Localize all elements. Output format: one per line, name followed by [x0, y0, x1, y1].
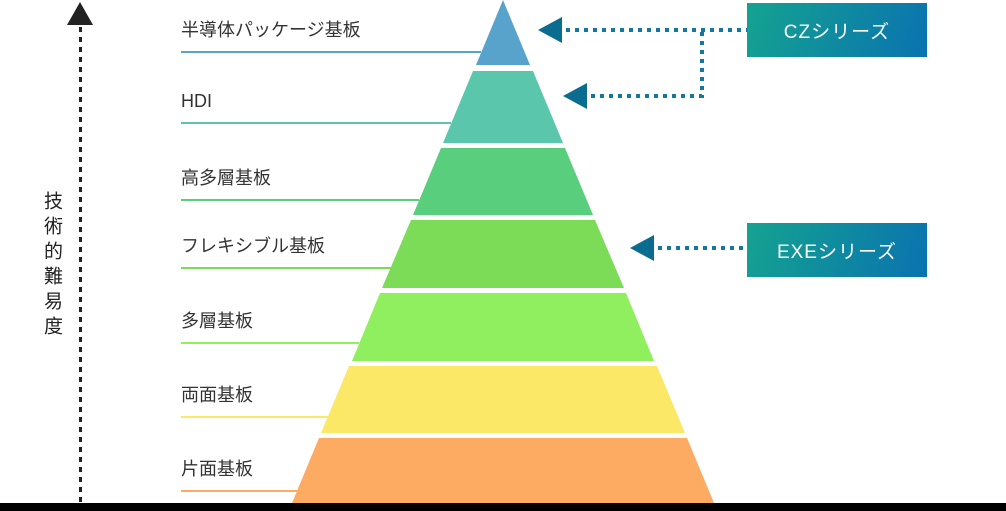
level-underline — [181, 199, 419, 201]
level-underline — [181, 122, 451, 124]
axis-label: 技術的難易度 — [41, 191, 62, 341]
level-label: 片面基板 — [181, 459, 253, 479]
pyramid-segment — [292, 438, 714, 503]
dotted-line — [591, 94, 702, 98]
callout-label: CZシリーズ — [783, 21, 891, 43]
level-label: 多層基板 — [181, 311, 253, 331]
pyramid-segment — [413, 148, 593, 215]
dotted-line — [566, 28, 747, 32]
callout-label: EXEシリーズ — [776, 241, 898, 263]
dotted-line — [700, 32, 704, 98]
callout-box-exe: EXEシリーズ — [747, 223, 927, 277]
pyramid-segment — [476, 0, 530, 65]
level-underline — [181, 267, 391, 269]
level-label: 高多層基板 — [181, 168, 271, 188]
pyramid-segment — [352, 293, 654, 361]
level-label: 半導体パッケージ基板 — [181, 20, 361, 40]
dotted-line — [658, 246, 747, 250]
axis-arrow-up-icon — [67, 2, 93, 25]
level-label: 両面基板 — [181, 385, 253, 405]
base-bar — [0, 503, 1006, 511]
pyramid — [292, 0, 714, 503]
level-underline — [181, 490, 297, 492]
level-underline — [181, 342, 359, 344]
pyramid-segment — [382, 220, 624, 288]
axis-dashed-line — [79, 27, 82, 503]
level-underline — [181, 416, 328, 418]
level-label: HDI — [181, 91, 212, 111]
level-label: フレキシブル基板 — [181, 236, 325, 256]
pyramid-segment — [443, 71, 563, 143]
pyramid-segment — [321, 366, 685, 433]
level-underline — [181, 51, 481, 53]
callout-box-cz: CZシリーズ — [747, 3, 927, 57]
